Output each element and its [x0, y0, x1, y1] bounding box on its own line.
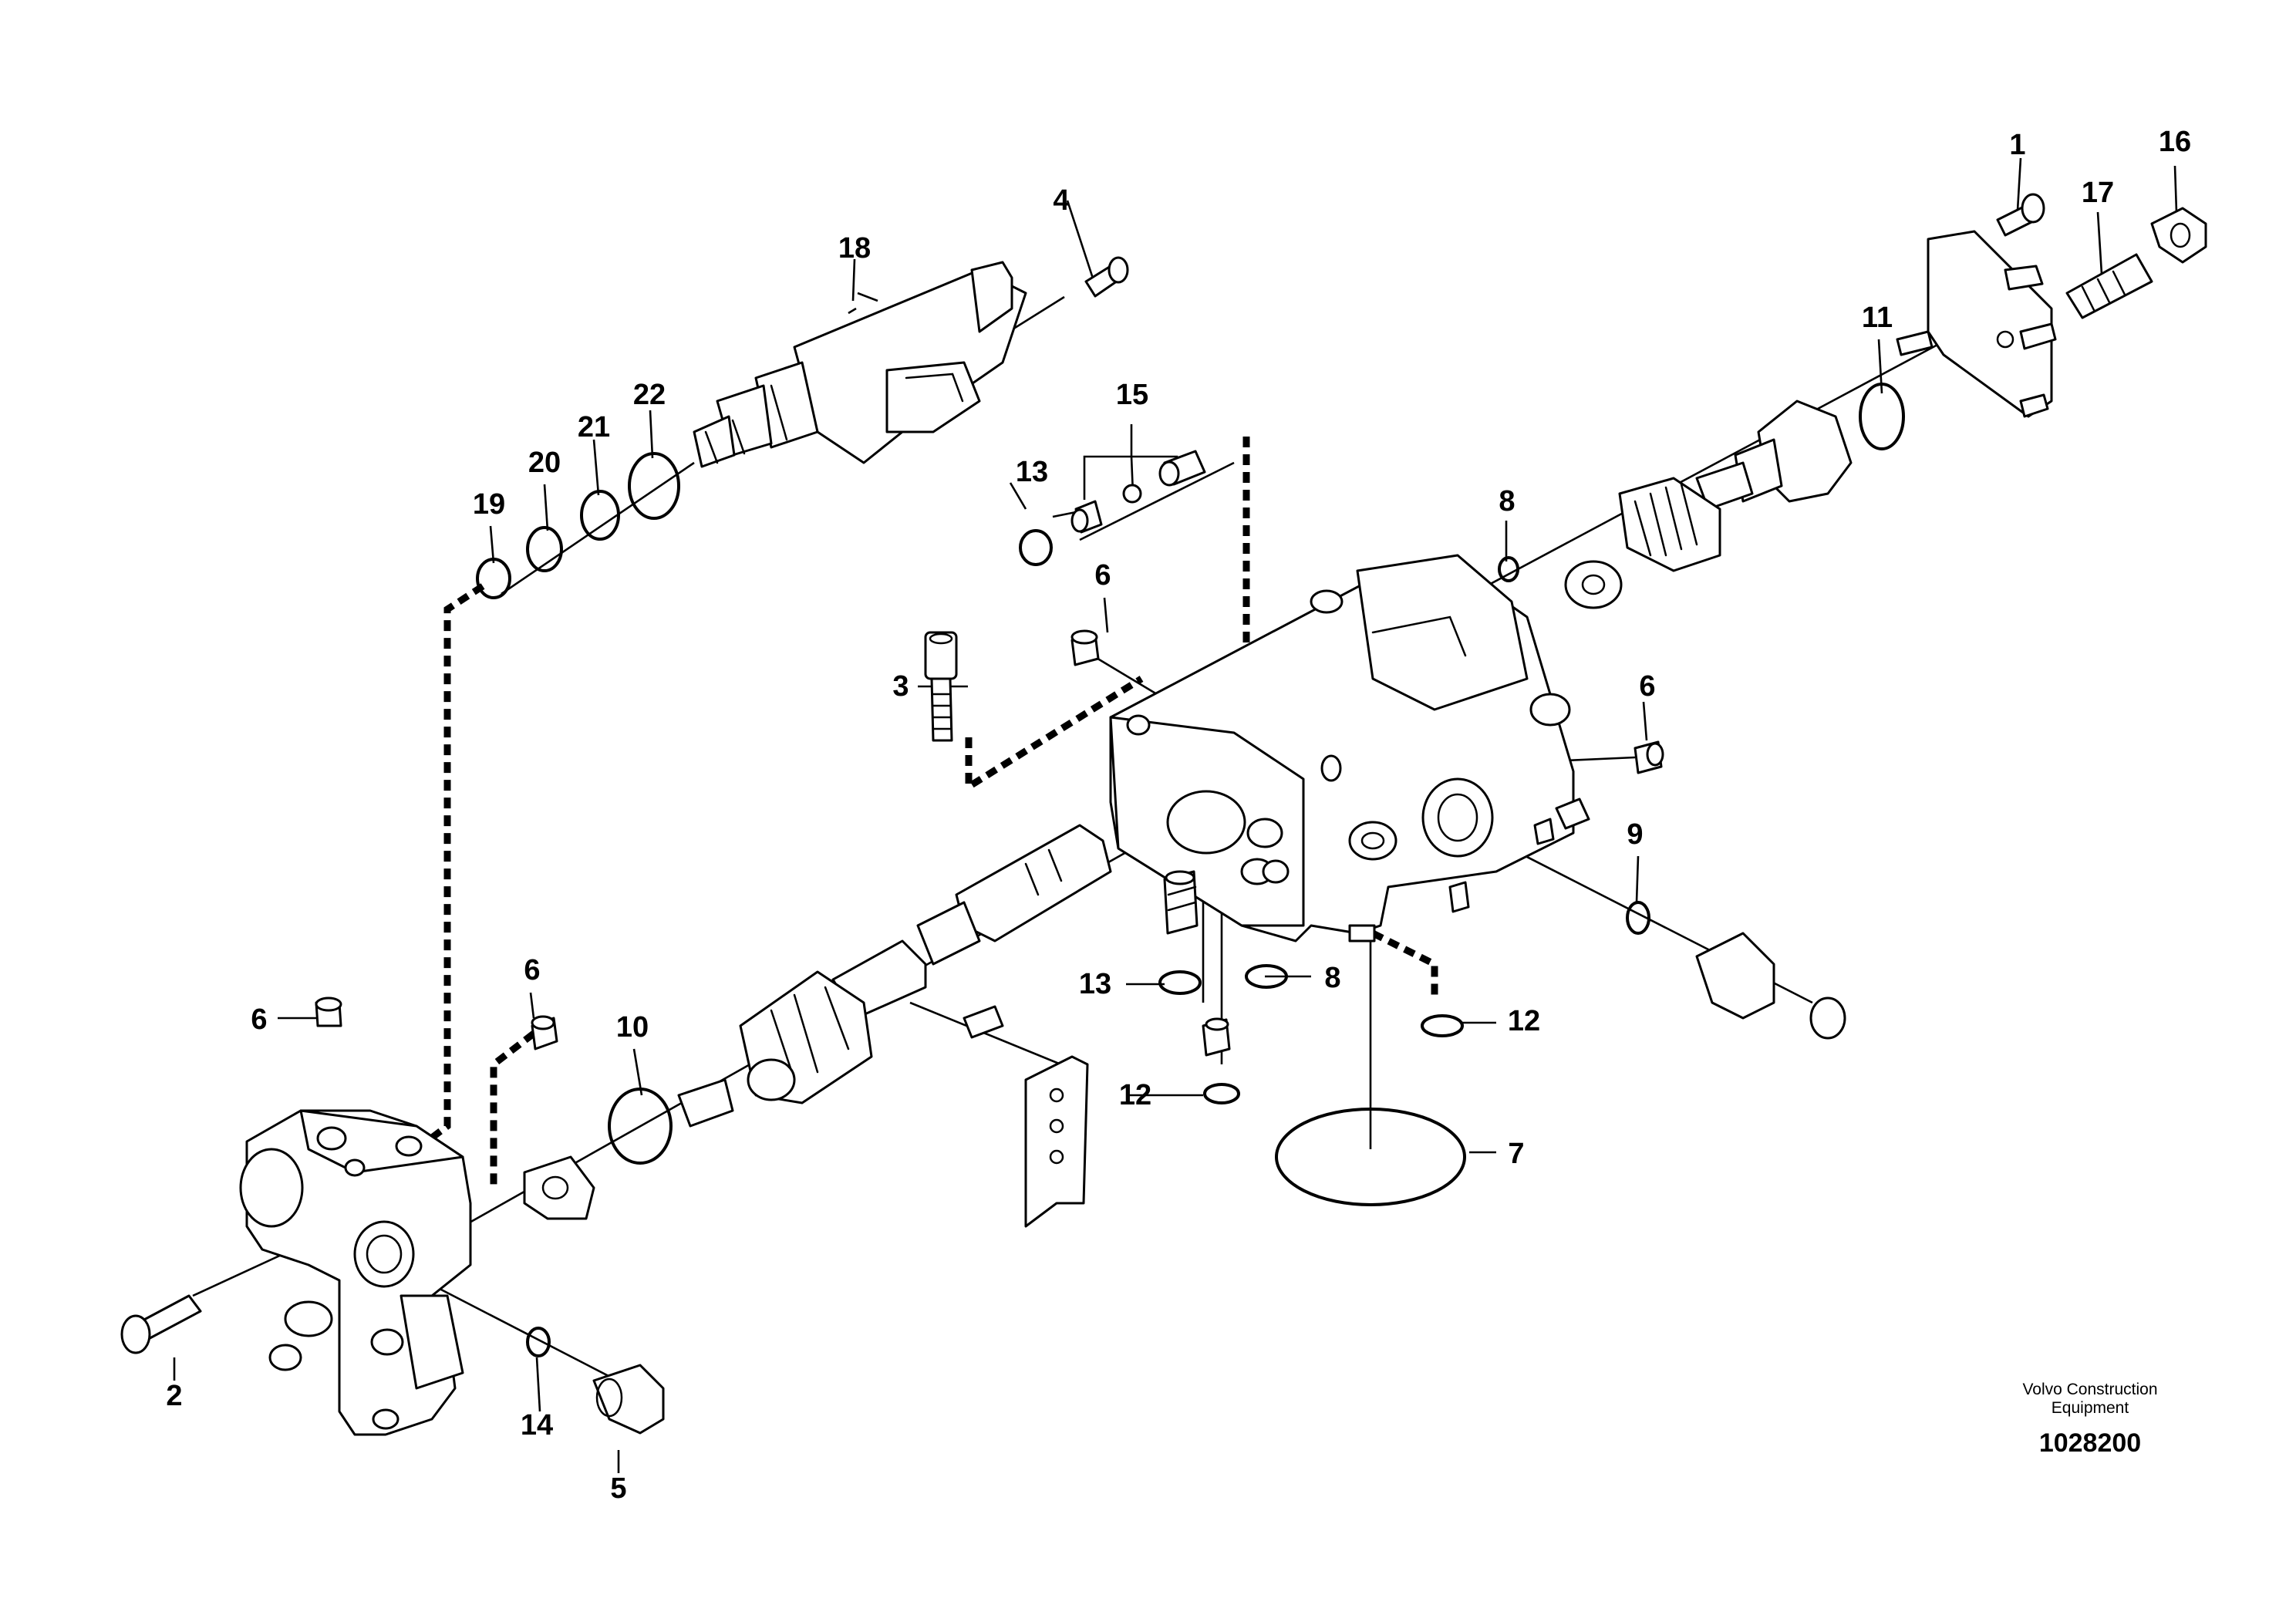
o-rings-19-22: [476, 452, 680, 599]
screw-part-4: [1084, 256, 1129, 298]
lever-bracket: [1024, 1055, 1089, 1228]
callout-13-top: 13: [1016, 456, 1048, 488]
solenoid-valve-part-18: [693, 261, 1027, 468]
spring-piston-stack: [1498, 400, 1853, 609]
callout-11: 11: [1862, 302, 1893, 334]
manufacturer-name: Volvo Construction Equipment: [2022, 1381, 2158, 1417]
callout-6-right: 6: [1639, 670, 1655, 703]
check-parts-13-15: [1019, 450, 1206, 566]
callout-21: 21: [578, 411, 610, 443]
screw-part-1: [1996, 193, 2045, 237]
left-valve-block: [239, 1109, 472, 1436]
callout-1: 1: [2009, 129, 2025, 161]
stud-part-17: [2065, 253, 2153, 319]
cover-plate-assembly: [1896, 230, 2057, 418]
plug-parts-5-14: [526, 1327, 665, 1435]
callout-15: 15: [1116, 379, 1148, 411]
main-valve-body: [1109, 554, 1575, 943]
callout-22: 22: [633, 379, 666, 411]
callout-5: 5: [610, 1472, 626, 1505]
callout-3: 3: [892, 670, 909, 703]
plug-part-6-top: [315, 996, 342, 1027]
plug-assembly-part-9: [1555, 798, 1846, 1040]
plug-part-6-left: [531, 1015, 558, 1050]
callout-16: 16: [2159, 126, 2191, 158]
plug-part-6-right: [1633, 740, 1664, 774]
callout-19: 19: [473, 488, 505, 521]
plugs-parts-12-13: [1158, 870, 1464, 1104]
callout-7: 7: [1508, 1138, 1524, 1170]
callout-9: 9: [1627, 818, 1643, 851]
callout-20: 20: [528, 447, 561, 479]
cap-screw-part-3: [924, 631, 958, 742]
callout-6-far-left: 6: [251, 1003, 267, 1036]
callout-12-right: 12: [1508, 1005, 1540, 1037]
spool-piston-stack: [523, 824, 1112, 1220]
callout-10: 10: [616, 1011, 649, 1044]
nut-part-16: [2150, 207, 2207, 264]
callout-2: 2: [166, 1380, 182, 1412]
callout-6-left: 6: [524, 954, 540, 986]
callout-8-bottom: 8: [1324, 962, 1340, 994]
drawing-credit: Volvo Construction Equipment 1028200: [1974, 1381, 2206, 1458]
callout-12-center: 12: [1119, 1079, 1151, 1111]
o-ring-part-11: [1859, 383, 1905, 450]
callout-17: 17: [2082, 177, 2114, 209]
drawing-number: 1028200: [2038, 1428, 2142, 1458]
cap-screw-part-2: [120, 1294, 202, 1354]
callout-labels: 1 2 3 4 5 6 6 6 6 7 8 8 9 10 11 12 12 13…: [166, 126, 2191, 1505]
callout-4: 4: [1053, 184, 1069, 217]
plug-part-6-center: [1070, 629, 1100, 666]
callout-14: 14: [521, 1409, 553, 1442]
callout-6-center: 6: [1094, 559, 1111, 592]
large-o-ring-part-7: [1275, 1108, 1466, 1206]
callout-18: 18: [838, 232, 871, 265]
callout-8-top: 8: [1499, 485, 1515, 518]
callout-13-bottom: 13: [1079, 968, 1111, 1000]
